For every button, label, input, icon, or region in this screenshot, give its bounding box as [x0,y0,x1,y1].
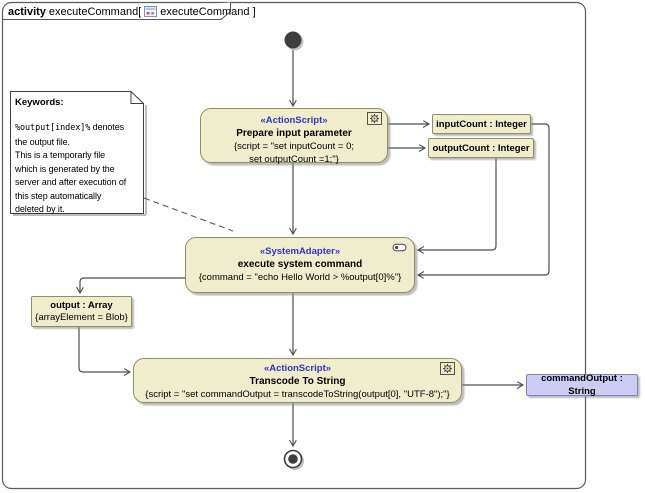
frame-name-prefix: executeCommand[ [48,5,142,18]
frame-title[interactable]: activity executeCommand[ executeCommand … [8,4,256,19]
pin-label: commandOutput : String [541,373,623,397]
activity-frame-border[interactable] [1,1,587,490]
action-transcode-to-string[interactable]: «ActionScript» Transcode To String {scri… [133,358,462,403]
initial-node[interactable] [284,31,302,49]
stereotype-label: «ActionScript» [263,363,332,374]
pin-inputcount[interactable]: inputCount : Integer [432,114,531,134]
action-script-text: {script = "set inputCount = 0; set outpu… [233,141,355,165]
edge-inputcount-to-execute[interactable] [418,123,550,275]
adapter-icon [392,243,407,252]
frame-name-suffix: executeCommand ] [160,5,256,18]
diagram-icon [144,6,158,17]
keywords-note-shape[interactable] [10,91,144,214]
edge-outputarray-to-transcode[interactable] [78,327,130,372]
edge-execute-to-outputarray[interactable] [80,277,185,293]
edge-outputcount-to-execute[interactable] [418,158,497,250]
note-shadow [13,105,147,216]
note-code-suffix: denotes [90,122,124,132]
final-node-inner [288,454,298,464]
action-command-text: {command = "echo Hello World > %output[0… [198,272,402,283]
frame-title-tab-shape[interactable] [2,2,232,21]
pin-detail: {arrayElement = Blob} [35,312,128,323]
gear-icon [440,362,455,375]
frame-kind-label: activity [8,5,46,18]
note-code-snippet: %output[index]% [15,123,91,133]
action-prepare-input-parameter[interactable]: «ActionScript» Prepare input parameter {… [200,108,388,165]
pin-label: inputCount : Integer [436,118,527,130]
action-name: Transcode To String [249,376,346,387]
note-anchor-line[interactable] [143,197,234,232]
pin-output-array[interactable]: output : Array {arrayElement = Blob} [31,296,132,327]
stereotype-label: «ActionScript» [260,115,328,126]
pin-outputcount[interactable]: outputCount : Integer [428,138,534,158]
action-script-text: {script = "set commandOutput = transcode… [145,389,450,400]
pin-label: outputCount : Integer [432,142,530,154]
gear-icon [367,112,382,125]
note-title: Keywords: [15,97,64,108]
note-body-text: the output file. This is a temporarly fi… [15,136,127,215]
keywords-note[interactable]: Keywords: %output[index]% denotes the ou… [10,91,144,214]
note-body: %output[index]% denotes the output file.… [15,121,140,217]
pin-commandoutput[interactable]: commandOutput : String [526,373,638,397]
stereotype-label: «SystemAdapter» [259,246,341,257]
note-fold-corner [130,91,144,104]
pin-label: output : Array [50,300,113,311]
action-name: execute system command [237,259,363,270]
action-execute-system-command[interactable]: «SystemAdapter» execute system command {… [185,237,415,293]
action-name: Prepare input parameter [236,128,352,139]
